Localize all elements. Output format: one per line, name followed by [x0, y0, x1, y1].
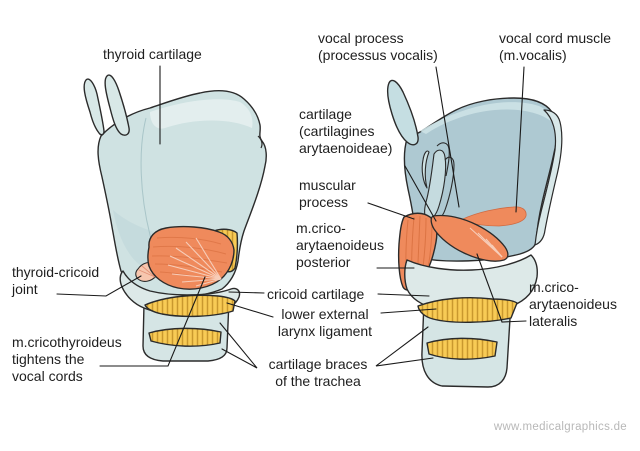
right-larynx-figure — [386, 79, 563, 388]
label-cartilage-braces: cartilage braces of the trachea — [268, 356, 368, 389]
label-crico-arytaenoideus-posterior: m.crico- arytaenoideus posterior — [296, 220, 384, 270]
left-superior-horn-1 — [83, 78, 105, 136]
leader-cricothyroideus — [99, 276, 206, 367]
right-superior-horn — [386, 79, 419, 146]
leader-ligament-right — [380, 308, 437, 314]
left-thyroid-notch-line — [257, 135, 263, 149]
leader-vocal-cord-muscle — [515, 66, 525, 213]
leader-lines — [56, 65, 527, 369]
leader-lateralis — [476, 253, 527, 323]
right-lower-larynx-ligament-band — [417, 297, 518, 323]
leader-cricoid-left — [228, 291, 265, 294]
label-m-cricothyroideus: m.cricothyroideus tightens the vocal cor… — [12, 334, 122, 384]
label-vocal-process: vocal process (processus vocalis) — [318, 30, 438, 63]
left-trachea-brace-band — [148, 327, 222, 347]
label-thyroid-cartilage: thyroid cartilage — [103, 46, 202, 62]
leader-braces-right — [375, 326, 434, 367]
right-trachea-brace-band — [426, 337, 498, 360]
leader-joint — [56, 275, 142, 297]
label-muscular-process: muscular process — [299, 177, 356, 210]
label-crico-arytaenoideus-lateralis: m.crico- arytaenoideus lateralis — [529, 279, 617, 329]
right-lateral-cricoarytenoid-muscle — [430, 214, 509, 262]
leader-braces-left — [219, 322, 258, 369]
watermark-medicalgraphics: www.medicalgraphics.de — [493, 421, 627, 433]
right-cricoid-shape — [404, 254, 538, 313]
leader-ligament-left — [226, 302, 274, 318]
left-thyroid-highlight — [150, 99, 253, 129]
label-lower-external-larynx-ligament: lower external larynx ligament — [277, 306, 373, 339]
right-thyroid-cut-edge — [534, 109, 563, 246]
label-arytenoid-cartilage: cartilage (cartilagines arytaenoideae) — [299, 106, 393, 156]
left-lower-larynx-ligament-band — [144, 294, 236, 318]
leader-vocal-process — [435, 66, 460, 208]
leader-cricoid-right — [377, 293, 430, 297]
leader-arytenoid-cartilage — [404, 165, 437, 222]
left-cricothyroid-muscle — [147, 225, 235, 290]
label-cricoid-cartilage: cricoid cartilage — [267, 286, 365, 302]
left-larynx-figure — [83, 74, 267, 362]
leader-muscular-process — [367, 202, 415, 220]
label-vocal-cord-muscle: vocal cord muscle (m.vocalis) — [499, 30, 612, 63]
right-thyroid-top-highlight — [420, 102, 552, 134]
left-superior-horn-2 — [104, 74, 130, 136]
label-thyroid-cricoid-joint: thyroid-cricoid joint — [12, 264, 100, 297]
